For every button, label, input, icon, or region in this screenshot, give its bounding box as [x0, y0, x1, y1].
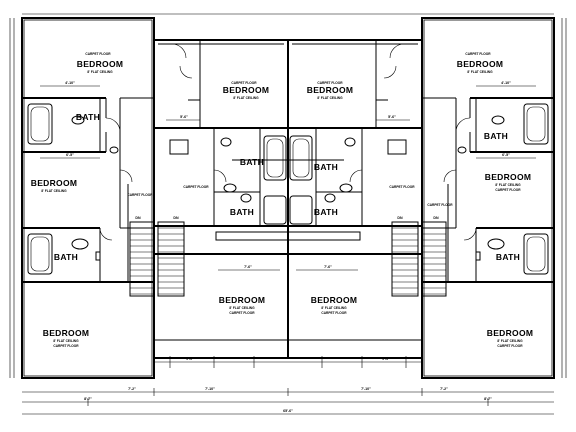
label-carpet-floor-sc2: CARPET FLOOR — [321, 311, 347, 315]
label-bedroom-sw: BEDROOM — [43, 328, 90, 338]
label-bedroom-ne: BEDROOM — [457, 59, 504, 69]
label-carpet-floor-se: CARPET FLOOR — [497, 344, 523, 348]
label-dn-c2: DN — [397, 216, 403, 220]
label-dn-w: DN — [135, 216, 141, 220]
label-bedroom-nc1: BEDROOM — [223, 85, 270, 95]
dim-text-1: 4'-10" — [65, 81, 75, 85]
label-bath-c2: BATH — [230, 207, 254, 217]
dim-text-15: 7'-10" — [205, 387, 215, 391]
dim-text-12: 8'-7" — [484, 397, 492, 401]
label-carpet-floor-c2: CARPET FLOOR — [389, 185, 415, 189]
label-dn-c1: DN — [173, 216, 179, 220]
label-dn-e: DN — [433, 216, 439, 220]
label-bedroom-sc2: BEDROOM — [311, 295, 358, 305]
label-carpet-floor-e2: CARPET FLOOR — [427, 203, 453, 207]
label-bath-c1: BATH — [240, 157, 264, 167]
label-ceiling-nw: 8' FLAT CEILING — [87, 70, 113, 74]
dim-text-13: 7'-2" — [128, 387, 136, 391]
dim-text-16: 7'-10" — [361, 387, 371, 391]
label-ceiling-sc1: 8' FLAT CEILING — [229, 306, 255, 310]
room-labels: CARPET FLOOR BEDROOM 8' FLAT CEILING BAT… — [31, 52, 534, 348]
label-bedroom-nc2: BEDROOM — [307, 85, 354, 95]
dim-text-2: 4'-10" — [501, 81, 511, 85]
door-swings — [99, 43, 477, 241]
dim-text-3: 6'-5" — [66, 153, 74, 157]
label-ceiling-e: 8' FLAT CEILING — [495, 183, 521, 187]
label-ceiling-sc2: 8' FLAT CEILING — [321, 306, 347, 310]
dimension-lines — [9, 13, 567, 415]
label-ceiling-nc1: 8' FLAT CEILING — [233, 96, 259, 100]
exterior-walls — [21, 17, 555, 379]
label-carpet-floor-sw: CARPET FLOOR — [53, 344, 79, 348]
dim-text-overall: 65'-6" — [283, 409, 293, 413]
dim-text-7: 7'-6" — [244, 265, 252, 269]
dim-text-6: 5'-6" — [388, 115, 396, 119]
label-bedroom-w: BEDROOM — [31, 178, 78, 188]
label-bedroom-nw: BEDROOM — [77, 59, 124, 69]
label-bath-e2: BATH — [496, 252, 520, 262]
label-ceiling-sw: 8' FLAT CEILING — [53, 339, 79, 343]
label-carpet-floor-nc2: CARPET FLOOR — [317, 81, 343, 85]
label-ceiling-nc2: 8' FLAT CEILING — [317, 96, 343, 100]
stairs — [129, 221, 447, 297]
label-carpet-floor-ne: CARPET FLOOR — [465, 52, 491, 56]
label-ceiling-ne: 8' FLAT CEILING — [467, 70, 493, 74]
label-bath-c3: BATH — [314, 162, 338, 172]
label-ceiling-w: 8' FLAT CEILING — [41, 189, 67, 193]
dim-text-8: 7'-6" — [324, 265, 332, 269]
dim-text-9: 9'-9" — [186, 357, 194, 361]
label-carpet-floor-nc1: CARPET FLOOR — [231, 81, 257, 85]
label-bath-e1: BATH — [484, 131, 508, 141]
dim-text-11: 8'-7" — [84, 397, 92, 401]
dim-text-5: 5'-6" — [180, 115, 188, 119]
dimension-labels: 4'-10" 4'-10" 6'-5" 6'-5" 5'-6" 5'-6" 7'… — [65, 81, 511, 413]
label-bedroom-se: BEDROOM — [487, 328, 534, 338]
label-carpet-floor-sc1: CARPET FLOOR — [229, 311, 255, 315]
label-bedroom-e: BEDROOM — [485, 172, 532, 182]
label-bath-w2: BATH — [54, 252, 78, 262]
label-carpet-floor-e: CARPET FLOOR — [495, 188, 521, 192]
label-carpet-floor-nw: CARPET FLOOR — [85, 52, 111, 56]
dim-text-4: 6'-5" — [502, 153, 510, 157]
stair-treads — [130, 227, 446, 295]
dim-text-10: 9'-9" — [382, 357, 390, 361]
label-ceiling-se: 8' FLAT CEILING — [497, 339, 523, 343]
label-bath-w1: BATH — [76, 112, 100, 122]
bath-fixtures — [27, 103, 549, 275]
label-carpet-floor-c1: CARPET FLOOR — [183, 185, 209, 189]
label-bath-c4: BATH — [314, 207, 338, 217]
label-bedroom-sc1: BEDROOM — [219, 295, 266, 305]
label-carpet-floor-w: CARPET FLOOR — [127, 193, 153, 197]
dim-text-14: 7'-2" — [440, 387, 448, 391]
